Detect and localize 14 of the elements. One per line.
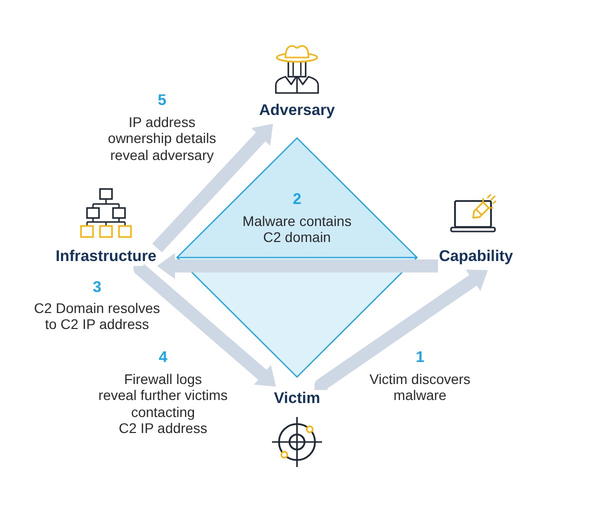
step-description: C2 Domain resolves to C2 IP address — [34, 300, 160, 332]
step-description: IP address ownership details reveal adversary — [108, 114, 216, 163]
step-description: Victim discovers malware — [370, 370, 470, 404]
step-description: Firewall logs reveal further victims contacting C2 IP address — [98, 370, 228, 436]
node-title: Victim — [274, 390, 320, 408]
step-number: 2 — [292, 191, 302, 209]
node-title: Infrastructure — [56, 248, 156, 266]
step-number: 5 — [158, 92, 166, 110]
step-number: 1 — [416, 349, 424, 367]
step-number: 4 — [158, 349, 168, 367]
node-title: Capability — [438, 248, 514, 266]
step-number: 3 — [92, 279, 102, 297]
node-title: Adversary — [259, 102, 335, 120]
step-description: Malware contains C2 domain — [242, 212, 352, 246]
